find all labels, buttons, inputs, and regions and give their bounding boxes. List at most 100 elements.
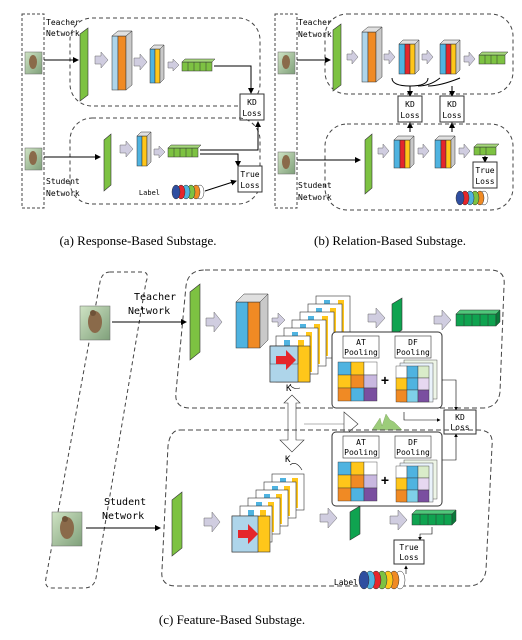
label-text-c: Label (334, 578, 358, 587)
flow-arrow (119, 140, 134, 158)
kd-loss-c-text-1: KD (455, 413, 465, 422)
flow-arrow (421, 49, 434, 65)
at-pooling-teacher-text-2: Pooling (344, 348, 378, 357)
student-label-a-2: Network (46, 189, 80, 198)
k-label-teacher: K (286, 384, 292, 394)
df-pooling-teacher (394, 335, 432, 359)
kd-loss-c-text-2: Loss (450, 423, 469, 432)
flow-arrow (271, 312, 286, 328)
caption-a: (a) Response-Based Substage. (59, 233, 216, 248)
student-feature-stack (231, 473, 305, 553)
kd-loss-a (239, 93, 265, 121)
flow-arrow (346, 49, 359, 65)
plus-icon: + (381, 472, 389, 488)
panel-a: Teacher Network Student Network (21, 13, 265, 248)
label-coins-c (358, 570, 406, 590)
at-pooling-student-text-2: Pooling (344, 448, 378, 457)
student-image-a (24, 147, 43, 171)
panel-b: Teacher Network Student Network (274, 13, 514, 248)
flow-arrow (319, 507, 338, 529)
kd-loss-b2-text-1: KD (447, 100, 457, 109)
teacher-block-a-2 (149, 44, 165, 84)
student-block-a (136, 131, 152, 167)
teacher-output-c (455, 309, 501, 327)
df-pooling-teacher-text-1: DF (408, 338, 418, 347)
at-pooling-teacher (342, 335, 380, 359)
teacher-block-b-2 (398, 39, 420, 75)
at-pooling-student-text-1: AT (356, 438, 366, 447)
flow-arrow (417, 143, 430, 159)
df-pooling-student (394, 435, 432, 459)
teacher-image-a (24, 51, 43, 75)
student-image-c (51, 511, 83, 547)
true-loss-b (472, 161, 498, 189)
caption-c: (c) Feature-Based Substage. (159, 612, 305, 627)
teacher-input-layer-a (79, 27, 89, 102)
student-output-b (473, 143, 500, 156)
df-pooling-student-text-2: Pooling (396, 448, 430, 457)
student-region-c (161, 429, 493, 587)
double-arrow-icon (279, 394, 305, 453)
df-grid-teacher (395, 359, 438, 403)
kd-loss-b1-text-2: Loss (400, 111, 419, 120)
student-input-layer-c (171, 491, 183, 557)
student-output-a (167, 144, 202, 158)
teacher-label-a-2: Network (46, 29, 80, 38)
teacher-block-a (111, 30, 133, 91)
label-text-a: Label (139, 189, 160, 197)
flow-arrow (133, 53, 148, 71)
at-grid-student (337, 461, 378, 502)
true-loss-a-text-1: True (240, 170, 259, 179)
kd-loss-b1-text-1: KD (405, 100, 415, 109)
teacher-feature-stack (269, 295, 351, 383)
true-loss-c (393, 539, 425, 565)
kd-loss-b2-text-2: Loss (442, 111, 461, 120)
student-block-b-2 (434, 135, 456, 169)
student-region-b (324, 123, 514, 211)
teacher-input-layer-c (189, 283, 201, 361)
true-loss-a-text-2: Loss (240, 181, 259, 190)
at-grid-teacher (337, 361, 378, 402)
label-coins-b (455, 190, 489, 206)
plus-icon: + (381, 372, 389, 388)
kd-loss-b-2 (439, 95, 465, 123)
flow-arrow (94, 51, 109, 69)
student-label-b-1: Student (298, 181, 332, 190)
flow-arrow (458, 143, 471, 159)
student-label-a-1: Student (46, 177, 80, 186)
student-output-c (411, 509, 457, 526)
student-image-b (277, 151, 296, 175)
kd-loss-a-text-1: KD (247, 98, 257, 107)
true-loss-c-text-1: True (399, 543, 418, 552)
student-input-layer-b (364, 133, 373, 195)
at-pooling-student (342, 435, 380, 459)
teacher-label-c-1: Teacher (134, 292, 176, 303)
kd-loss-b-1 (397, 95, 423, 123)
teacher-block-b (361, 26, 383, 83)
df-grid-student (395, 459, 438, 503)
flow-arrow (389, 509, 408, 531)
flow-arrow (383, 49, 396, 65)
true-loss-c-text-2: Loss (399, 553, 418, 562)
student-input-layer-a (103, 133, 112, 192)
teacher-label-a-1: Teacher (46, 18, 80, 27)
distribution-icon (371, 413, 403, 431)
student-label-c-1: Student (104, 497, 146, 508)
teacher-region-b (324, 13, 514, 95)
teacher-image-b (277, 51, 296, 75)
true-loss-a (237, 165, 263, 193)
teacher-label-b-1: Teacher (298, 18, 332, 27)
true-loss-b-text-1: True (475, 166, 494, 175)
teacher-block-b-3 (439, 39, 461, 75)
panel-c: Teacher Network Student Network (45, 269, 505, 627)
input-frame-b (274, 13, 298, 209)
flow-arrow (153, 145, 166, 159)
red-arrow-icon (276, 350, 296, 370)
flow-arrow (433, 309, 452, 331)
input-frame-a (21, 13, 45, 209)
label-coins-a (171, 184, 205, 200)
flow-arrow (377, 143, 390, 159)
teacher-region-a (69, 17, 261, 107)
student-block-b (393, 135, 415, 169)
